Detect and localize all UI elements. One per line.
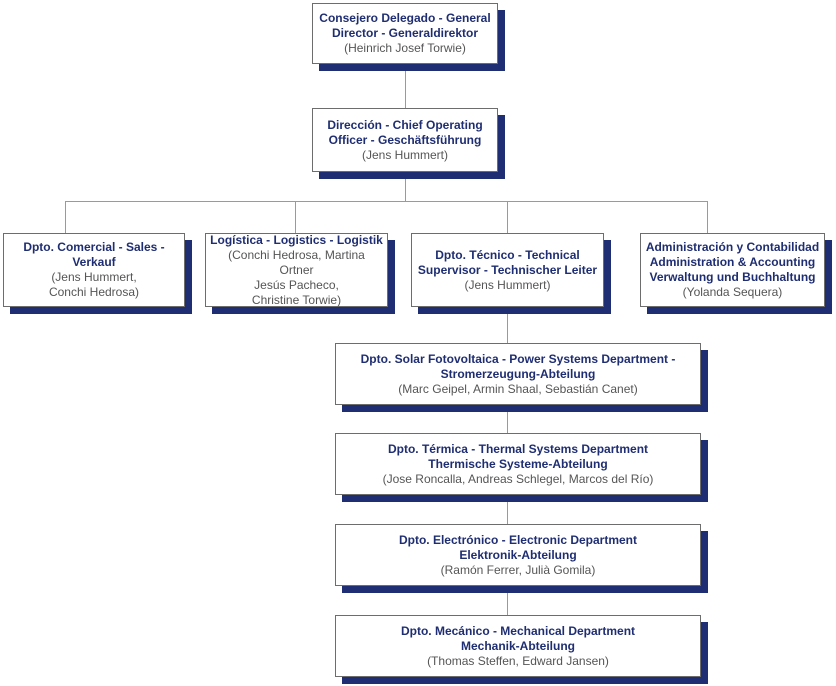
node-title-line: Dpto. Térmica - Thermal Systems Departme… bbox=[387, 441, 649, 456]
connector-technical bbox=[507, 201, 508, 233]
node-title-line: Elektronik-Abteilung bbox=[459, 547, 577, 562]
node-title-line: Administration & Accounting bbox=[649, 255, 816, 269]
node-members: (Yolanda Sequera) bbox=[683, 285, 783, 300]
node-box: Dpto. Solar Fotovoltaica - Power Systems… bbox=[335, 343, 701, 405]
node-title-line: Dpto. Mecánico - Mechanical Department bbox=[400, 623, 636, 638]
node-box: Logística - Logistics - Logistik (Conchi… bbox=[205, 233, 388, 307]
node-title-line: Supervisor - Technischer Leiter bbox=[417, 262, 598, 277]
node-title-line: Thermische Systeme-Abteilung bbox=[428, 456, 608, 471]
node-member-line: (Conchi Hedrosa, Martina Ortner bbox=[228, 247, 365, 277]
node-title: Dpto. Comercial - Sales -Verkauf bbox=[23, 240, 164, 270]
connector-logistics bbox=[295, 201, 296, 233]
node-members: (Jens Hummert) bbox=[362, 148, 448, 163]
node-member-line: (Thomas Steffen, Edward Jansen) bbox=[427, 653, 609, 668]
node-member-line: Jesús Pacheco, bbox=[254, 277, 339, 292]
connector-admin bbox=[707, 201, 708, 233]
connector-electronic-mechanical bbox=[507, 586, 508, 615]
connector-ceo-coo bbox=[405, 64, 406, 108]
node-title-line: Dpto. Comercial - Sales - bbox=[23, 240, 165, 254]
node-box: Dpto. Comercial - Sales -Verkauf (Jens H… bbox=[3, 233, 185, 307]
node-title-line: Dpto. Técnico - Technical bbox=[435, 247, 580, 262]
connector-sales bbox=[65, 201, 66, 233]
node-title-line: Dpto. Electrónico - Electronic Departmen… bbox=[398, 532, 638, 547]
node-members: (Marc Geipel, Armin Shaal, Sebastián Can… bbox=[398, 382, 637, 397]
node-member-line: (Jose Roncalla, Andreas Schlegel, Marcos… bbox=[382, 471, 654, 486]
node-members: (Thomas Steffen, Edward Jansen) bbox=[427, 654, 609, 669]
node-member-line: (Jens Hummert, bbox=[51, 270, 137, 284]
node-title-line: Stromerzeugung-Abteilung bbox=[440, 366, 596, 381]
connector-solar-thermal bbox=[507, 405, 508, 433]
node-members: (Jens Hummert,Conchi Hedrosa) bbox=[49, 270, 139, 300]
node-member-line: (Ramón Ferrer, Julià Gomila) bbox=[440, 562, 596, 577]
node-title-line: Consejero Delegado - General bbox=[319, 11, 491, 25]
node-title: Logística - Logistics - Logistik bbox=[210, 233, 383, 248]
sales-node: Dpto. Comercial - Sales -Verkauf (Jens H… bbox=[3, 233, 192, 314]
node-title-line: Verwaltung und Buchhaltung bbox=[649, 270, 816, 284]
node-title-line: Mechanik-Abteilung bbox=[460, 638, 575, 653]
node-member-line: Conchi Hedrosa) bbox=[48, 285, 140, 299]
node-title: Dpto. Térmica - Thermal Systems Departme… bbox=[388, 442, 648, 472]
node-title: Dpto. Electrónico - Electronic Departmen… bbox=[399, 533, 637, 563]
node-box: Dpto. Térmica - Thermal Systems Departme… bbox=[335, 433, 701, 495]
connector-horizontal-bus bbox=[65, 201, 707, 202]
connector-thermal-electronic bbox=[507, 495, 508, 524]
node-title-line: Dirección - Chief Operating bbox=[327, 117, 483, 132]
electronic-node: Dpto. Electrónico - Electronic Departmen… bbox=[335, 524, 708, 593]
node-title-line: Verkauf bbox=[72, 255, 116, 269]
node-members: (Jens Hummert) bbox=[464, 278, 550, 293]
node-member-line: Christine Torwie) bbox=[251, 292, 342, 307]
node-members: (Ramón Ferrer, Julià Gomila) bbox=[441, 563, 596, 578]
node-member-line: (Jens Hummert) bbox=[361, 147, 448, 162]
connector-coo-bus bbox=[405, 172, 406, 202]
node-box: Dpto. Electrónico - Electronic Departmen… bbox=[335, 524, 701, 586]
node-member-line: (Marc Geipel, Armin Shaal, Sebastián Can… bbox=[398, 381, 638, 396]
logistics-node: Logística - Logistics - Logistik (Conchi… bbox=[205, 233, 395, 314]
node-title-line: Director - Generaldirektor bbox=[331, 26, 479, 40]
node-members: (Heinrich Josef Torwie) bbox=[344, 41, 466, 56]
node-members: (Jose Roncalla, Andreas Schlegel, Marcos… bbox=[383, 472, 654, 487]
node-title-line: Officer - Geschäftsführung bbox=[328, 132, 482, 147]
node-title-line: Logística - Logistics - Logistik bbox=[210, 232, 383, 247]
connector-technical-solar bbox=[507, 307, 508, 343]
solar-node: Dpto. Solar Fotovoltaica - Power Systems… bbox=[335, 343, 708, 412]
thermal-node: Dpto. Térmica - Thermal Systems Departme… bbox=[335, 433, 708, 502]
node-member-line: (Yolanda Sequera) bbox=[682, 285, 783, 299]
node-member-line: (Jens Hummert) bbox=[464, 277, 551, 292]
node-title-line: Dpto. Solar Fotovoltaica - Power Systems… bbox=[360, 351, 676, 366]
node-title: Dpto. Solar Fotovoltaica - Power Systems… bbox=[361, 352, 676, 382]
node-title-line: Administración y Contabilidad bbox=[645, 240, 820, 254]
node-member-line: (Heinrich Josef Torwie) bbox=[344, 41, 466, 55]
